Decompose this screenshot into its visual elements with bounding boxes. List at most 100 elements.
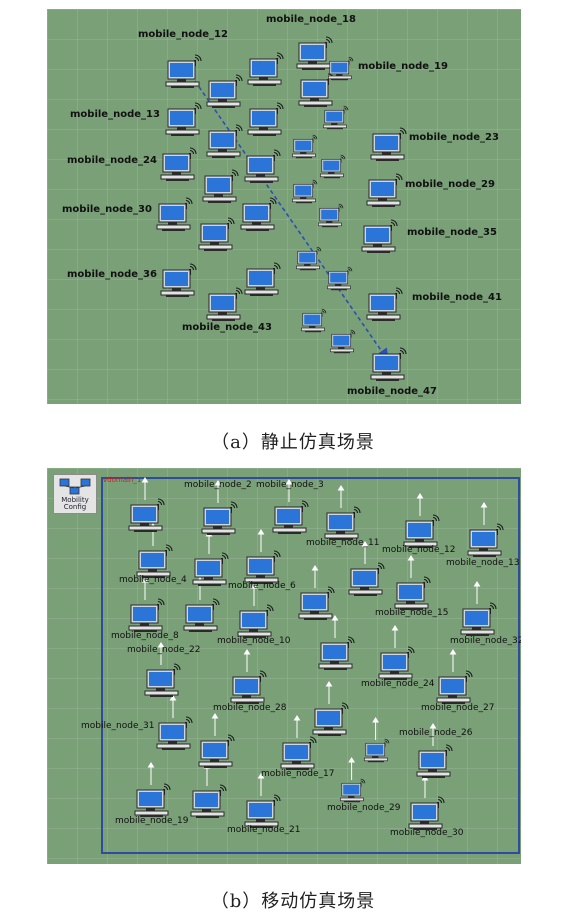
computer-node-31[interactable] (155, 716, 195, 752)
computer-node-11[interactable] (323, 506, 363, 542)
computer-node[interactable] (239, 197, 279, 233)
computer-node-29[interactable] (339, 778, 367, 804)
computer-icon (229, 670, 269, 706)
computer-node-30[interactable] (155, 197, 195, 233)
computer-node-28[interactable] (229, 670, 269, 706)
computer-node[interactable] (205, 124, 245, 160)
mobile-scenario-panel: vdomain_1 Mobility Config mobile (47, 468, 521, 864)
computer-icon (347, 562, 387, 598)
computer-node[interactable] (205, 287, 245, 323)
node-label: mobile_node_17 (261, 769, 335, 779)
computer-node-29[interactable] (365, 173, 405, 209)
computer-node[interactable] (329, 329, 357, 355)
computer-node[interactable] (322, 105, 350, 131)
computer-node[interactable] (291, 179, 319, 205)
computer-icon (415, 744, 455, 780)
computer-node-2[interactable] (200, 501, 240, 537)
node-label: mobile_node_29 (327, 803, 401, 813)
computer-node[interactable] (317, 636, 357, 672)
computer-icon (127, 598, 167, 634)
computer-icon (243, 149, 283, 185)
computer-node[interactable] (311, 702, 351, 738)
computer-node[interactable] (243, 149, 283, 185)
computer-node-41[interactable] (365, 287, 405, 323)
static-scenario-panel: mobile_node_18 mobile_node_12 mobile_nod… (47, 9, 521, 404)
node-label: mobile_node_27 (421, 703, 495, 713)
computer-node-36[interactable] (159, 263, 199, 299)
computer-node-17[interactable] (279, 736, 319, 772)
computer-icon (159, 147, 199, 183)
computer-icon (459, 602, 499, 638)
computer-icon (143, 663, 183, 699)
node-label: mobile_node_21 (227, 825, 301, 835)
computer-node[interactable] (317, 203, 345, 229)
mobility-config-button[interactable]: Mobility Config (53, 474, 97, 514)
computer-icon (200, 501, 240, 537)
node-label: mobile_node_15 (375, 608, 449, 618)
computer-icon (279, 736, 319, 772)
computer-icon (246, 52, 286, 88)
computer-node[interactable] (295, 246, 323, 272)
computer-node-23[interactable] (369, 127, 409, 163)
node-label: mobile_node_12 (382, 545, 456, 555)
computer-icon (377, 646, 417, 682)
computer-icon (435, 670, 475, 706)
computer-node-19[interactable] (327, 56, 355, 82)
computer-node[interactable] (363, 738, 391, 764)
computer-node[interactable] (291, 134, 319, 160)
computer-node-15[interactable] (393, 576, 433, 612)
computer-icon (182, 598, 222, 634)
computer-node-10[interactable] (236, 604, 276, 640)
computer-node-13[interactable] (164, 102, 204, 138)
node-label: mobile_node_24 (67, 155, 157, 166)
computer-node[interactable] (347, 562, 387, 598)
computer-node-32[interactable] (459, 602, 499, 638)
computer-node[interactable] (197, 734, 237, 770)
node-label: mobile_node_29 (405, 179, 495, 190)
computer-node[interactable] (319, 154, 347, 180)
node-label: mobile_node_30 (62, 204, 152, 215)
computer-node-13[interactable] (466, 523, 506, 559)
computer-icon (197, 217, 237, 253)
computer-icon (205, 287, 245, 323)
caption-b: （b）移动仿真场景 (210, 891, 376, 912)
computer-icon (164, 54, 204, 90)
computer-node-24[interactable] (159, 147, 199, 183)
computer-icon (291, 134, 319, 160)
node-label: mobile_node_8 (111, 631, 179, 641)
computer-node-30[interactable] (407, 796, 447, 832)
computer-node[interactable] (297, 586, 337, 622)
computer-node-26[interactable] (415, 744, 455, 780)
computer-node-3[interactable] (271, 500, 311, 536)
computer-node[interactable] (191, 552, 231, 588)
computer-node-19[interactable] (133, 783, 173, 819)
computer-node[interactable] (201, 169, 241, 205)
computer-node[interactable] (246, 52, 286, 88)
computer-icon (155, 716, 195, 752)
computer-node[interactable] (243, 262, 283, 298)
computer-icon (159, 263, 199, 299)
computer-node[interactable] (205, 74, 245, 110)
computer-node-22[interactable] (143, 663, 183, 699)
computer-node[interactable] (182, 598, 222, 634)
computer-node-12[interactable] (164, 54, 204, 90)
computer-node-24[interactable] (377, 646, 417, 682)
computer-icon (246, 102, 286, 138)
computer-node-47[interactable] (369, 347, 409, 383)
computer-node[interactable] (300, 308, 328, 334)
computer-icon (155, 197, 195, 233)
node-label: mobile_node_32 (450, 636, 521, 646)
vdomain-border (101, 477, 520, 854)
computer-node[interactable] (127, 498, 167, 534)
computer-icon (191, 552, 231, 588)
computer-node-27[interactable] (435, 670, 475, 706)
computer-node[interactable] (189, 784, 229, 820)
computer-icon (189, 784, 229, 820)
computer-node-35[interactable] (360, 219, 400, 255)
computer-node[interactable] (326, 266, 354, 292)
computer-node[interactable] (246, 102, 286, 138)
computer-node[interactable] (197, 217, 237, 253)
computer-node-8[interactable] (127, 598, 167, 634)
computer-icon (326, 266, 354, 292)
computer-icon (317, 636, 357, 672)
